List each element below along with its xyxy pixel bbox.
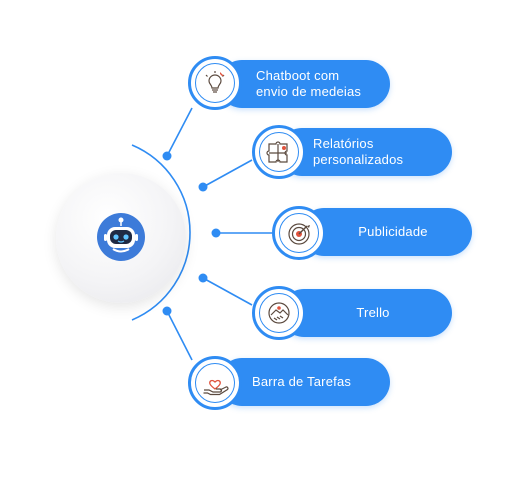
creative-bulb-icon [205, 71, 225, 93]
target-icon [288, 223, 310, 245]
node-dot-5 [162, 306, 172, 316]
feature-barra-tarefas-badge [188, 356, 242, 410]
feature-chatboot: Chatboot com envio de medeias [218, 60, 390, 108]
feature-relatorios: Relatórios personalizados [278, 128, 452, 176]
connector-5 [166, 310, 193, 361]
feature-chatboot-badge [188, 56, 242, 110]
node-dot-1 [162, 151, 172, 161]
node-dot-4 [198, 273, 208, 283]
feature-relatorios-label: Relatórios personalizados [313, 136, 404, 167]
connector-4 [202, 277, 253, 306]
feature-trello-badge [252, 286, 306, 340]
feature-barra-tarefas: Barra de Tarefas [218, 358, 390, 406]
feature-publicidade-label: Publicidade [358, 224, 428, 239]
feature-trello: Trello [280, 289, 452, 337]
feature-publicidade-badge [272, 206, 326, 260]
feature-chatboot-label: Chatboot com envio de medeias [256, 68, 362, 99]
connector-1 [166, 107, 193, 157]
feature-publicidade: Publicidade [300, 208, 472, 256]
node-dot-2 [198, 182, 208, 192]
heart-hand-icon [203, 379, 229, 396]
arc-connector [131, 144, 191, 321]
puzzle-icon [266, 141, 288, 163]
feature-relatorios-badge [252, 125, 306, 179]
feature-barra-tarefas-label: Barra de Tarefas [252, 374, 352, 389]
feature-trello-label: Trello [356, 305, 390, 320]
node-dot-3 [211, 228, 221, 238]
handshake-icon [268, 302, 290, 324]
robot-icon [97, 213, 145, 261]
connector-2 [202, 159, 253, 188]
